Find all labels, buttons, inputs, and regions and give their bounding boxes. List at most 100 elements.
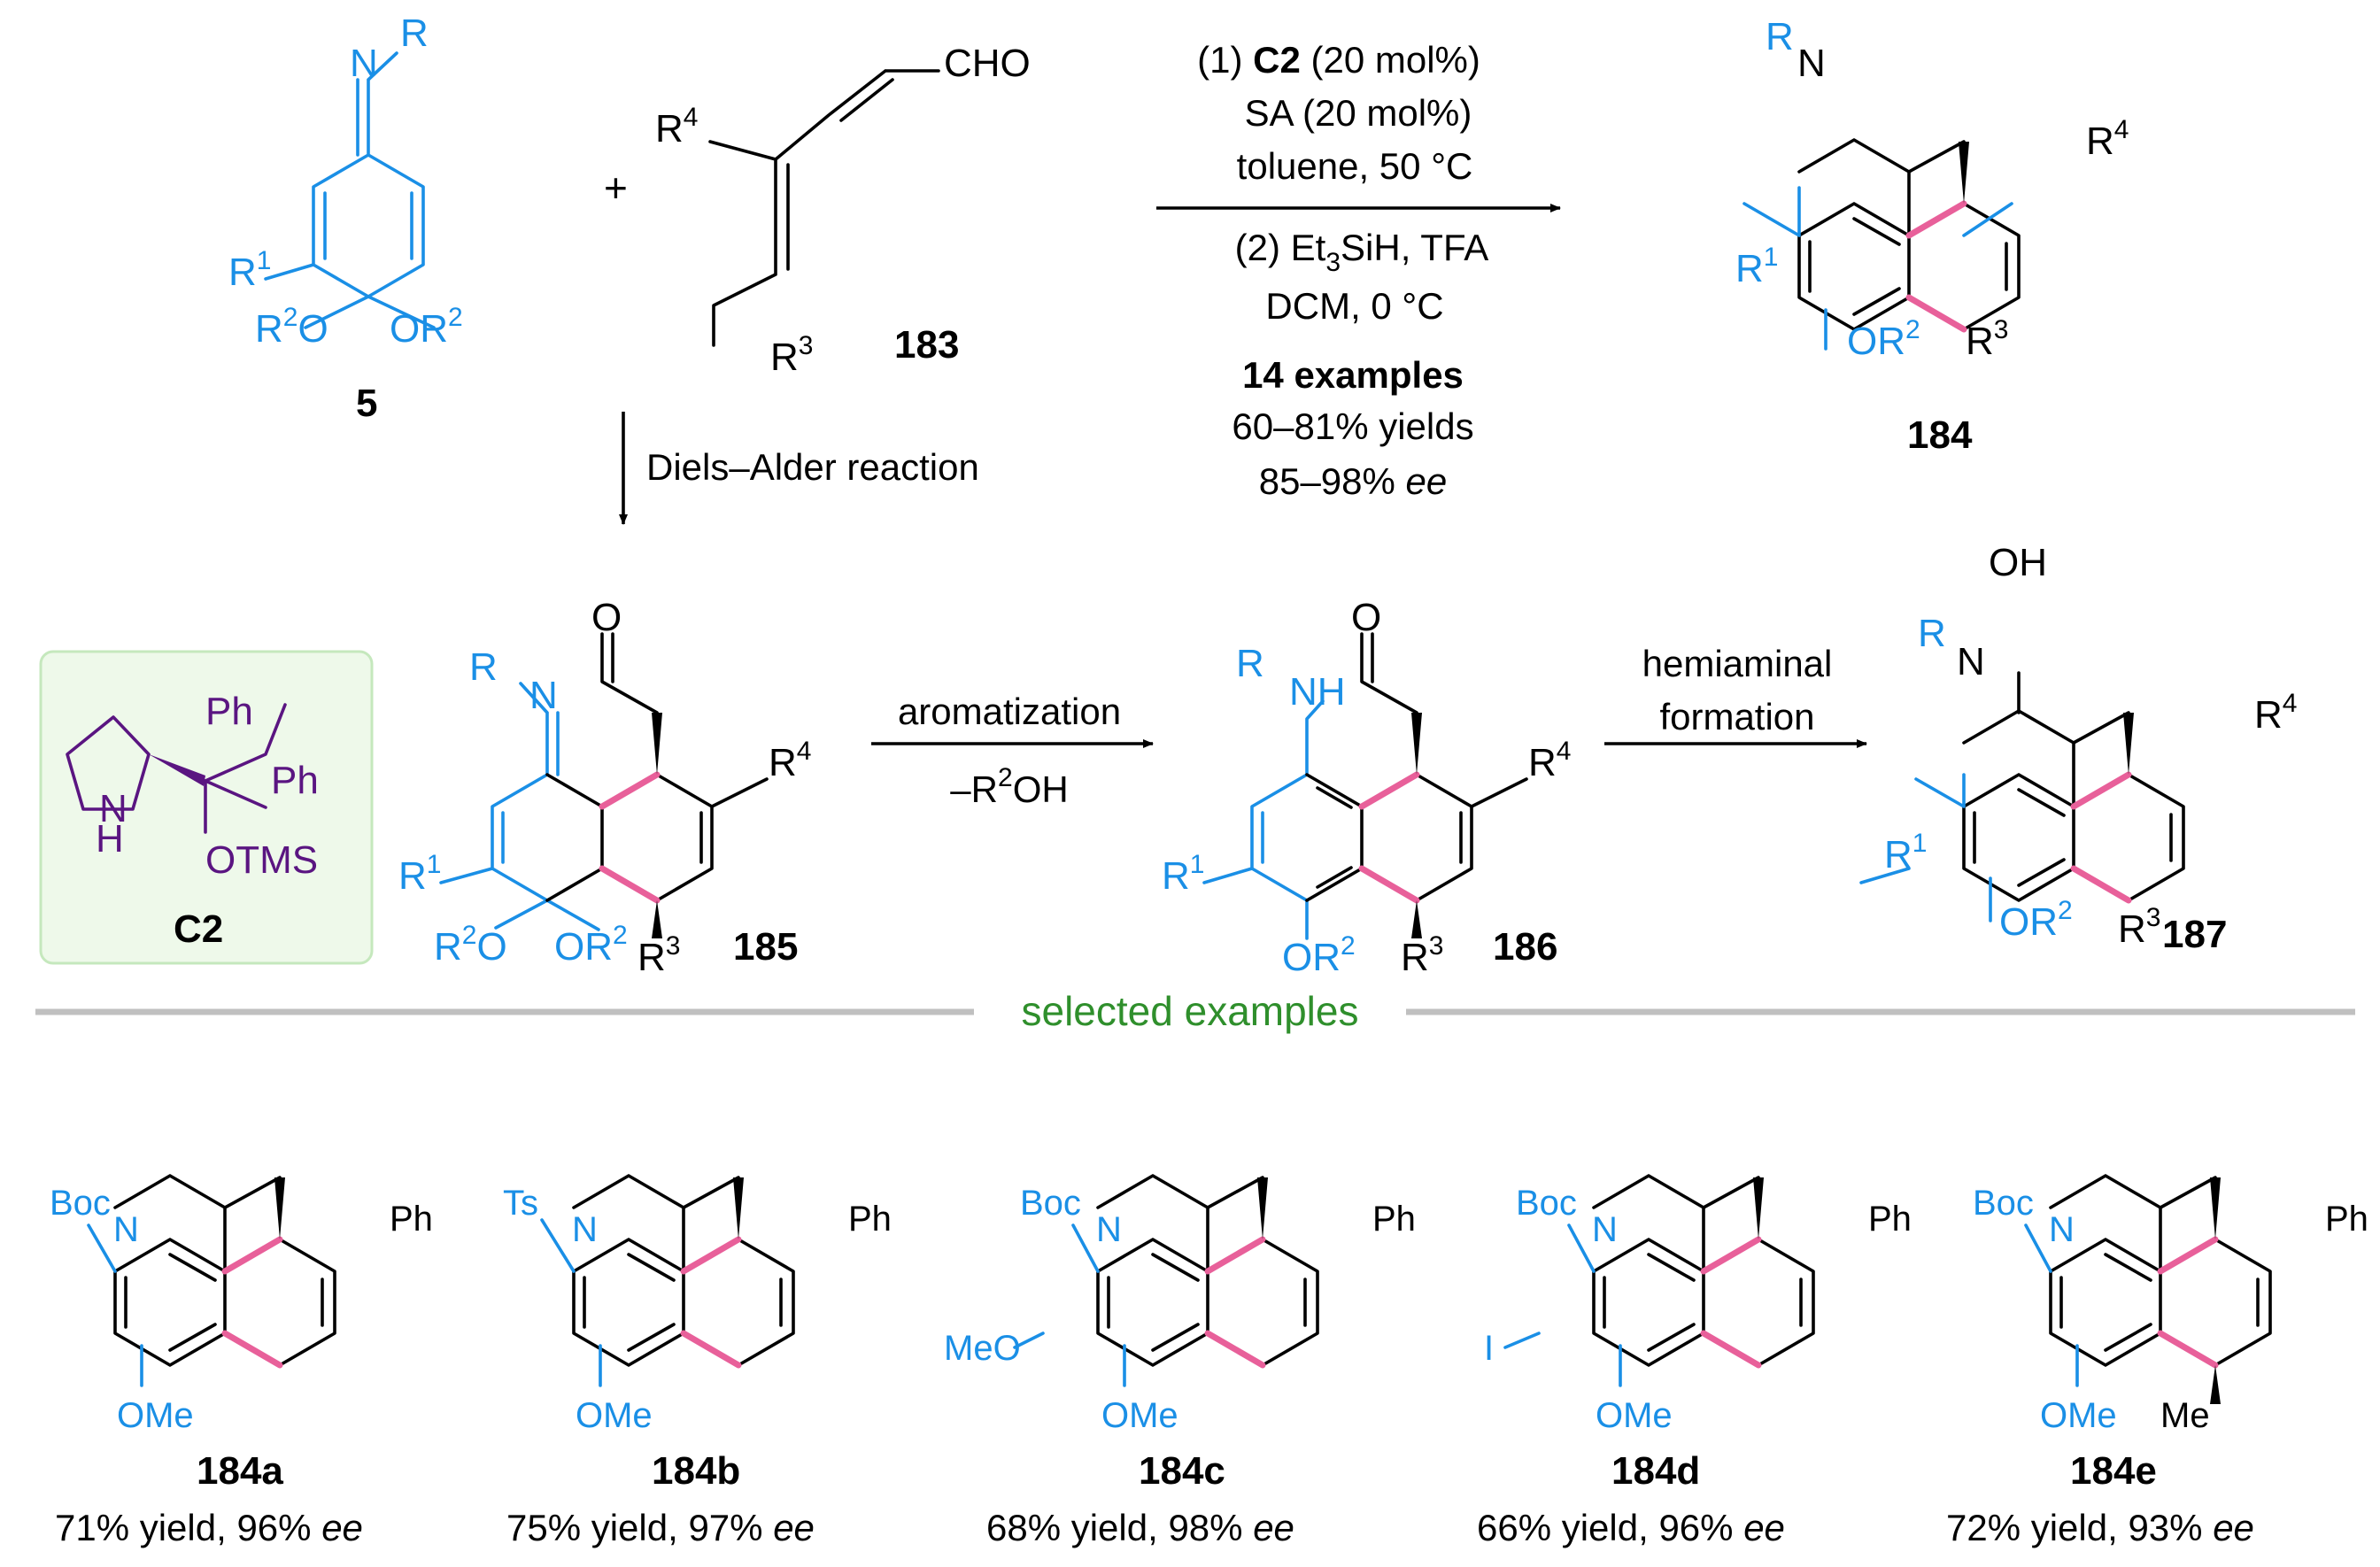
svg-text:N: N	[572, 1210, 598, 1249]
svg-text:OR2: OR2	[554, 921, 628, 969]
svg-text:75% yield, 97% ee: 75% yield, 97% ee	[506, 1507, 815, 1548]
step-diels-alder: Diels–Alder reaction	[646, 446, 979, 488]
condition-yields: 60–81% yields	[1232, 405, 1473, 447]
step-elimination: –R2OH	[950, 763, 1068, 810]
svg-text:184d: 184d	[1611, 1449, 1700, 1493]
svg-text:O: O	[591, 596, 622, 639]
compound-label-186: 186	[1493, 925, 1557, 969]
svg-text:Boc: Boc	[1516, 1184, 1577, 1223]
catalyst-label: C2	[174, 907, 223, 951]
group-R4: R4	[2086, 115, 2129, 163]
condition-line-2: SA (20 mol%)	[1245, 92, 1472, 134]
svg-text:N: N	[113, 1210, 139, 1249]
svg-text:R3: R3	[2118, 903, 2160, 951]
svg-text:N: N	[1957, 640, 1985, 683]
group-OR2: OR2	[1847, 315, 1920, 363]
svg-text:184c: 184c	[1139, 1449, 1225, 1493]
compound-183: CHO R4 R3 183	[655, 42, 1031, 379]
svg-text:Boc: Boc	[50, 1184, 111, 1223]
svg-text:R3: R3	[1401, 931, 1443, 979]
svg-text:OMe: OMe	[576, 1396, 653, 1435]
svg-text:R1: R1	[1162, 850, 1204, 898]
catalyst-C2: Ph Ph H N OTMS C2	[39, 650, 374, 965]
group-R3: R3	[1966, 315, 2008, 363]
compound-label-187: 187	[2162, 913, 2227, 956]
svg-text:R: R	[1918, 612, 1946, 655]
svg-text:NH: NH	[1289, 670, 1346, 714]
compound-186: O NH R R1 OR2 R3 R4 186	[1162, 596, 1571, 979]
svg-text:MeO: MeO	[944, 1329, 1021, 1368]
compound-185: O N R R1 R2O OR2 R3 R4 185	[398, 596, 811, 979]
compound-label-5: 5	[356, 382, 377, 425]
svg-text:N: N	[1592, 1210, 1618, 1249]
reaction-conditions: (1) C2 (20 mol%) SA (20 mol%) toluene, 5…	[1197, 39, 1488, 502]
svg-text:Ph: Ph	[848, 1200, 892, 1239]
svg-text:N: N	[99, 787, 128, 830]
svg-text:Ph: Ph	[205, 690, 253, 733]
group-OR2-left: R2O	[255, 303, 328, 351]
group-R: R	[1766, 15, 1794, 58]
svg-text:OMe: OMe	[1596, 1396, 1673, 1435]
group-R1: R1	[228, 246, 271, 294]
group-OR2-right: OR2	[390, 303, 463, 351]
group-R1: R1	[1735, 243, 1778, 290]
svg-text:H: H	[96, 817, 124, 861]
example-184a: Boc N Ph OMe 184a 71% yield, 96% ee	[50, 1176, 433, 1548]
condition-line-5: DCM, 0 °C	[1265, 285, 1443, 327]
svg-text:71% yield, 96% ee: 71% yield, 96% ee	[55, 1507, 363, 1548]
svg-text:R: R	[1236, 642, 1264, 685]
svg-text:Ph: Ph	[1372, 1200, 1416, 1239]
svg-text:R4: R4	[2254, 689, 2297, 737]
svg-text:Ph: Ph	[1868, 1200, 1912, 1239]
svg-text:N: N	[2049, 1210, 2075, 1249]
svg-text:Ph: Ph	[390, 1200, 433, 1239]
svg-text:Boc: Boc	[1973, 1184, 2034, 1223]
compound-5: N R R1 R2O OR2 5	[228, 12, 463, 425]
svg-text:OMe: OMe	[2040, 1396, 2117, 1435]
svg-text:I: I	[1484, 1329, 1494, 1368]
svg-text:OMe: OMe	[117, 1396, 194, 1435]
example-184d: Boc N Ph I OMe 184d 66% yield, 96% ee	[1477, 1176, 1912, 1548]
svg-text:R3: R3	[638, 931, 680, 979]
svg-text:OTMS: OTMS	[205, 838, 318, 882]
condition-line-1: (1) C2 (20 mol%)	[1197, 39, 1480, 81]
svg-text:R1: R1	[1884, 829, 1927, 876]
svg-text:R4: R4	[1528, 737, 1571, 784]
svg-text:N: N	[529, 674, 558, 717]
group-R3: R3	[770, 331, 813, 379]
compound-label-185: 185	[733, 925, 798, 969]
compound-label-184: 184	[1907, 413, 1973, 457]
svg-text:184a: 184a	[197, 1449, 283, 1493]
svg-text:Boc: Boc	[1020, 1184, 1081, 1223]
condition-scope: 14 examples	[1242, 354, 1464, 396]
svg-text:OH: OH	[1989, 541, 2047, 584]
svg-text:R2O: R2O	[434, 921, 507, 969]
svg-text:OMe: OMe	[1101, 1396, 1178, 1435]
condition-ee: 85–98% ee	[1259, 460, 1448, 502]
svg-text:Me: Me	[2160, 1396, 2210, 1435]
svg-text:66% yield, 96% ee: 66% yield, 96% ee	[1477, 1507, 1785, 1548]
compound-label-183: 183	[894, 323, 959, 367]
condition-line-4: (2) Et3SiH, TFA	[1235, 227, 1489, 277]
step-hemiaminal-2: formation	[1659, 696, 1814, 737]
plus-sign: +	[604, 165, 628, 211]
svg-text:72% yield, 93% ee: 72% yield, 93% ee	[1946, 1507, 2254, 1548]
svg-text:O: O	[1351, 596, 1381, 639]
selected-examples-label: selected examples	[1022, 988, 1359, 1034]
example-184c: Boc N Ph MeO OMe 184c 68% yield, 98% ee	[944, 1176, 1416, 1548]
svg-text:R1: R1	[398, 850, 441, 898]
svg-text:184e: 184e	[2070, 1449, 2157, 1493]
example-184b: Ts N Ph OMe 184b 75% yield, 97% ee	[503, 1176, 892, 1548]
atom-N: N	[350, 42, 378, 85]
step-aromatization: aromatization	[898, 691, 1121, 732]
svg-text:184b: 184b	[652, 1449, 740, 1493]
svg-text:R4: R4	[769, 737, 811, 784]
group-CHO: CHO	[944, 42, 1031, 85]
svg-text:N: N	[1096, 1210, 1122, 1249]
group-R: R	[400, 12, 429, 55]
compound-184: N R R1 OR2 R3 R4 184	[1735, 15, 2129, 457]
svg-text:Ph: Ph	[2325, 1200, 2368, 1239]
compound-187: OH N R R1 OR2 R3 R4 187	[1859, 541, 2297, 956]
example-184e: Boc N Ph OMe Me 184e 72% yield, 93% ee	[1946, 1176, 2368, 1548]
